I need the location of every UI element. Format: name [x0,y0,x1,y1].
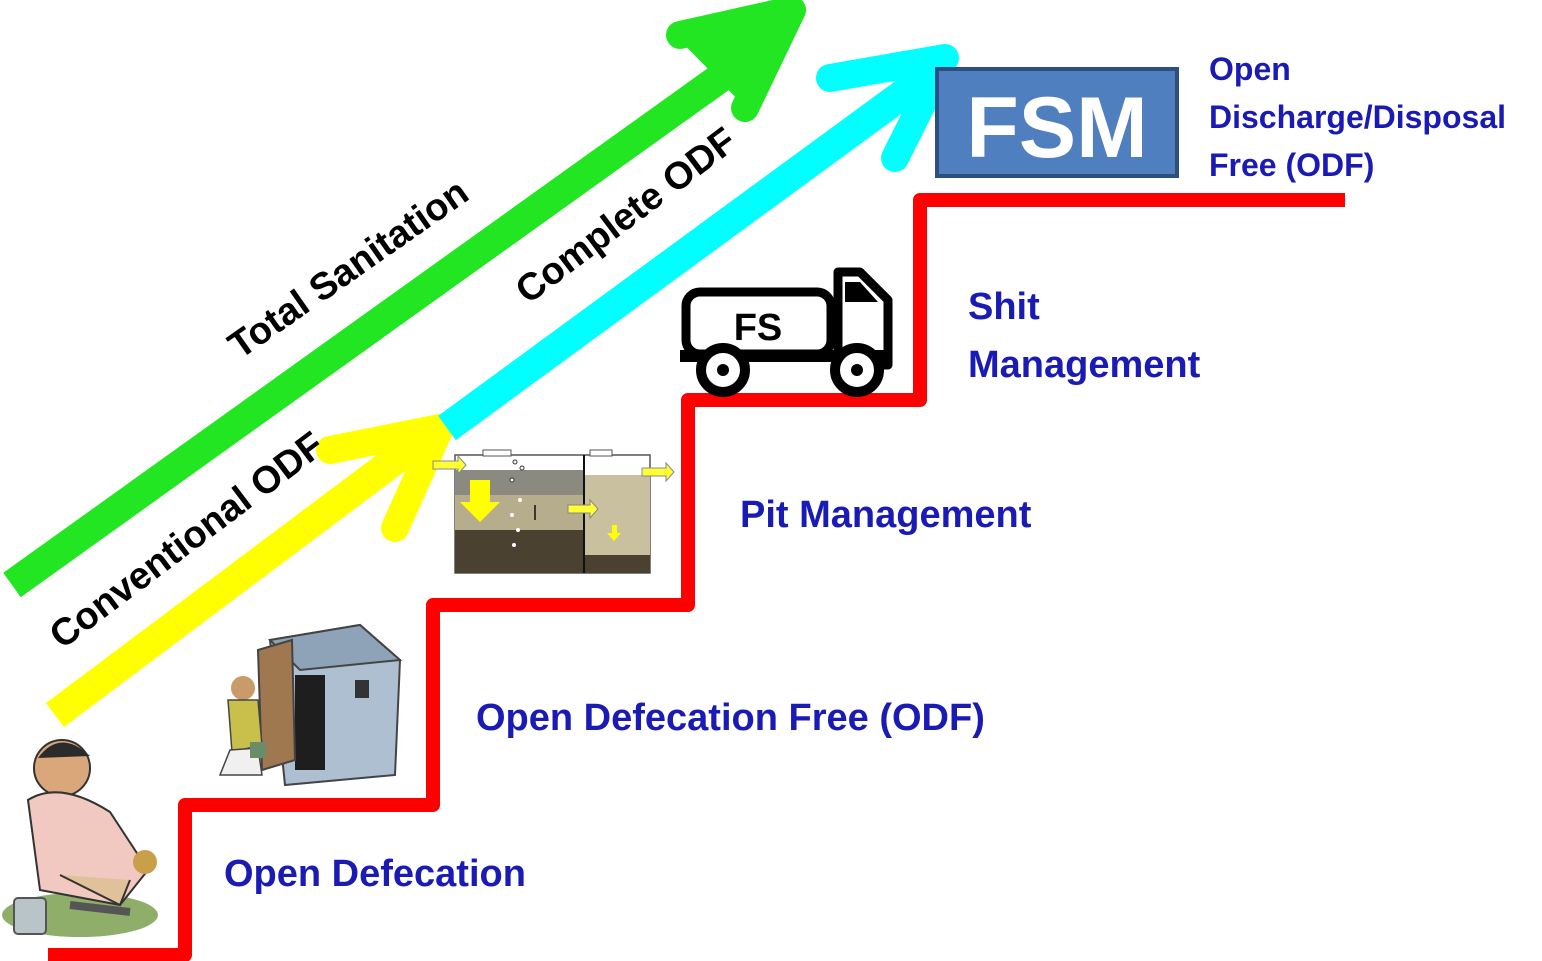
open-discharge-line1: Open [1209,51,1291,87]
truck-label: FS [734,307,783,349]
odf-label: Open Defecation Free (ODF) [476,697,985,739]
latrine-image [218,623,403,787]
open-defecation-person-image [2,739,158,937]
pit-management-label: Pit Management [740,494,1032,536]
open-defecation-label: Open Defecation [224,853,526,895]
total-sanitation-arrow [3,0,806,598]
fsm-box-label: FSM [966,80,1148,176]
fsm-box: FSM [935,67,1179,178]
open-discharge-line3: Free (ODF) [1209,147,1375,183]
shit-management-line1: Shit [968,286,1040,328]
desludging-truck-icon: FS [680,267,893,397]
open-discharge-line2: Discharge/Disposal [1209,99,1506,135]
shit-management-label: Shit Management [968,278,1200,394]
sanitation-staircase [48,193,1345,961]
septic-tank-image [432,449,675,574]
complete-odf-arrow [438,44,959,441]
shit-management-line2: Management [968,344,1201,386]
conventional-odf-arrow [46,414,454,727]
open-discharge-free-label: Open Discharge/Disposal Free (ODF) [1209,45,1506,189]
